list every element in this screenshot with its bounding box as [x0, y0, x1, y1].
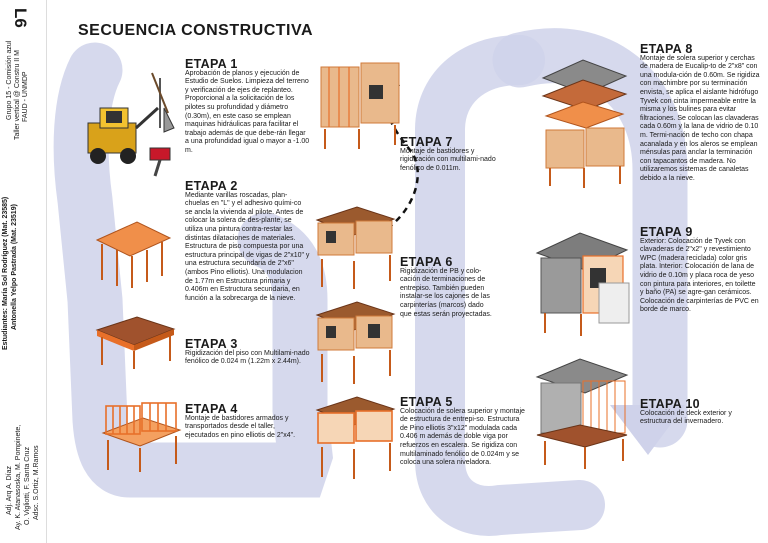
adscriptos-label: Adsc. S.Ortiz, M.Ramos — [33, 445, 40, 520]
etapa-4: ETAPA 4 Montaje de bastidores armados y … — [185, 402, 310, 440]
sheet-number: L6 — [11, 8, 30, 28]
etapa-text: Mediante varillas roscadas, plan-chuelas… — [185, 191, 310, 302]
etapa-2-illustration — [95, 221, 172, 288]
etapa-text: Exterior: Colocación de Tyvek con clavad… — [640, 237, 759, 314]
etapa-3-illustration — [95, 316, 176, 369]
etapa-title: ETAPA 7 — [400, 135, 453, 149]
faud-label: FAUD - UNMDP — [22, 71, 29, 122]
page-title: SECUENCIA CONSTRUCTIVA — [78, 22, 314, 39]
dashed-arrow — [364, 78, 419, 242]
etapa-text: Rigidización de PB y colo-cación de term… — [400, 267, 492, 318]
etapa-2: ETAPA 2 Mediante varillas roscadas, plan… — [185, 179, 310, 303]
etapa-7: ETAPA 7 Montaje de bastidores y rigidiza… — [400, 135, 500, 173]
etapa-title: ETAPA 4 — [185, 402, 238, 416]
assistants-label-two: O. Vigliotti, F. Santa Cruz — [24, 446, 31, 525]
etapa-4-illustration — [101, 402, 182, 472]
etapa-9: ETAPA 9 Exterior: Colocación de Tyvek co… — [640, 225, 760, 315]
auger-machine-icon — [87, 72, 175, 177]
etapa-8: ETAPA 8 Montaje de solera superior y cer… — [640, 42, 760, 184]
students-label: Estudiantes: María Sol Rodríguez (Mat. 2… — [2, 196, 9, 350]
etapa-title: ETAPA 1 — [185, 57, 238, 71]
etapa-text: Montaje de solera superior y cerchas de … — [640, 54, 760, 182]
adjunct-label: Adj. Arq A. Díaz — [6, 465, 13, 515]
etapa-6b-illustration — [315, 206, 396, 289]
drill-icon — [149, 147, 171, 177]
assistants-label: Ay. K. Atanasoska, M. Pompinete, — [15, 424, 22, 530]
etapa-title: ETAPA 3 — [185, 337, 238, 351]
etapa-7-illustration — [320, 62, 400, 149]
etapa-8-illustration — [541, 59, 628, 188]
side-panel: L6 Grupo 15 - Comisión azul Taller verti… — [0, 0, 47, 543]
etapa-6-illustration — [315, 301, 396, 384]
etapa-3: ETAPA 3 Rigidización del piso con Multil… — [185, 337, 310, 367]
etapa-10-illustration — [535, 358, 629, 469]
etapa-10: ETAPA 10 Colocación de deck exterior y e… — [640, 397, 760, 427]
etapa-1: ETAPA 1 Aprobación de planos y ejecución… — [185, 57, 310, 156]
etapa-title: ETAPA 6 — [400, 255, 453, 269]
etapa-title: ETAPA 9 — [640, 225, 693, 239]
etapa-title: ETAPA 8 — [640, 42, 693, 56]
etapa-text: Colocación de solera superior y montaje … — [400, 407, 525, 467]
shovel-icon — [151, 72, 175, 133]
path-arrow-down — [610, 405, 685, 455]
etapa-text: Rigidización del piso con Multilami-nado… — [185, 349, 310, 366]
panel-sample — [598, 282, 630, 324]
etapa-6: ETAPA 6 Rigidización de PB y colo-cación… — [400, 255, 495, 319]
etapa-title: ETAPA 5 — [400, 395, 453, 409]
etapa-5: ETAPA 5 Colocación de solera superior y … — [400, 395, 525, 468]
etapa-9-illustration — [535, 232, 630, 336]
etapa-text: Aprobación de planos y ejecución de Estu… — [185, 69, 310, 154]
etapa-title: ETAPA 2 — [185, 179, 238, 193]
etapa-title: ETAPA 10 — [640, 397, 700, 411]
etapa-text: Montaje de bastidores y rigidización con… — [400, 147, 496, 172]
etapa-5-illustration — [315, 396, 396, 479]
etapa-text: Montaje de bastidores armados y transpor… — [185, 414, 296, 439]
student-two: Antonella Yelpo Pastrada (Mat. 23519) — [11, 204, 18, 330]
etapa-text: Colocación de deck exterior y estructura… — [640, 409, 732, 426]
